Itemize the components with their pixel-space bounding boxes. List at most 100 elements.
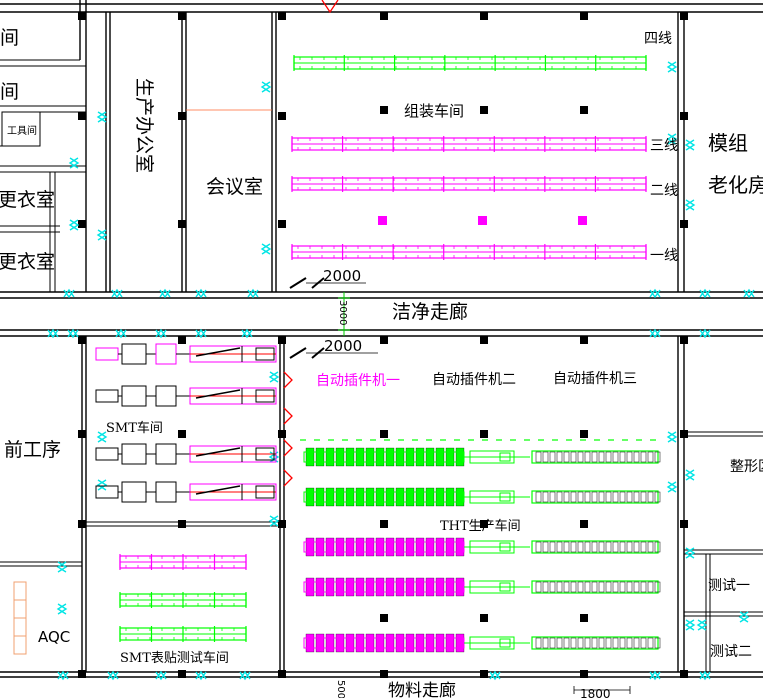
structural-column [278,520,286,528]
door [743,288,755,299]
door [195,670,207,681]
structural-column [580,430,588,438]
door [696,619,708,631]
tht-station [435,487,445,507]
tht-station [395,577,405,597]
tht-post-station [654,637,661,649]
module-aging-label-1: 模组 [708,131,748,155]
dimension-1800: 1800 [580,687,611,698]
door [155,328,167,339]
structural-column [78,670,86,678]
tht-post-station [640,581,647,593]
tht-post-station [626,451,633,463]
smt-printer [121,343,147,365]
tht-station [385,447,395,467]
door [684,619,696,631]
smt-reflow [255,389,275,403]
structural-column [78,220,86,228]
tht-post-station [612,637,619,649]
structural-column [178,112,186,120]
assembly-workshop-label: 组装车间 [404,102,464,120]
tht-post-conveyor [531,580,659,594]
structural-column [178,220,186,228]
tht-post-station [542,581,549,593]
tht-station [345,447,355,467]
structural-column [580,520,588,528]
magenta-column [578,216,587,225]
tht-station [375,577,385,597]
tht-station [445,487,455,507]
tht-post-station [633,541,640,553]
tht-station [455,537,465,557]
shaping-area-label: 整形区 [730,459,763,475]
door [68,157,80,169]
structural-column [480,106,488,114]
tht-station [355,447,365,467]
tht-unit [499,638,511,648]
door [268,515,280,527]
tht-post-station [619,541,626,553]
tht-post-station [612,581,619,593]
tht-station [305,633,315,653]
door [68,219,80,231]
tht-post-station [563,637,570,649]
structural-column [580,614,588,622]
tht-station [345,577,355,597]
tht-station [355,487,365,507]
tht-post-station [563,581,570,593]
tht-station [355,633,365,653]
tht-station [335,487,345,507]
tht-station [405,447,415,467]
tht-post-station [605,541,612,553]
tht-station [305,447,315,467]
door [195,288,207,299]
structural-column [178,670,186,678]
locker-room-label-1: 更衣室 [0,189,55,211]
structural-column [480,336,488,344]
smt-reflow [255,447,275,461]
tht-post-station [556,451,563,463]
tht-station [335,537,345,557]
tht-station [415,577,425,597]
tht-station [425,633,435,653]
structural-column [480,614,488,622]
structural-column [278,112,286,120]
tht-post-station [584,541,591,553]
tht-post-station [556,581,563,593]
smt-loader [95,447,119,461]
structural-columns [78,12,688,678]
line-4-label: 四线 [644,31,672,47]
door [111,288,123,299]
tht-post-station [647,541,654,553]
tht-post-station [626,491,633,503]
door [684,199,696,211]
tht-post-station [570,451,577,463]
tht-station [455,577,465,597]
tht-post-station [563,491,570,503]
tht-station [455,447,465,467]
door [195,328,207,339]
structural-column [380,520,388,528]
door [738,611,750,623]
assembly-lines [291,55,647,260]
door [666,481,678,493]
door [649,670,661,681]
structural-column [78,336,86,344]
auto-insert-machine-3-label: 自动插件机三 [553,371,637,387]
tht-station [435,447,445,467]
smt-spi [155,443,177,465]
tht-station [375,537,385,557]
structural-column [680,520,688,528]
structural-column [680,12,688,20]
structural-column [78,12,86,20]
tht-post-station [549,637,556,649]
tht-station [325,577,335,597]
tht-station [445,447,455,467]
tht-station [325,537,335,557]
tht-station [375,447,385,467]
tht-post-station [563,451,570,463]
structural-column [178,12,186,20]
structural-column [380,106,388,114]
tht-post-station [654,451,661,463]
tht-post-station [542,451,549,463]
